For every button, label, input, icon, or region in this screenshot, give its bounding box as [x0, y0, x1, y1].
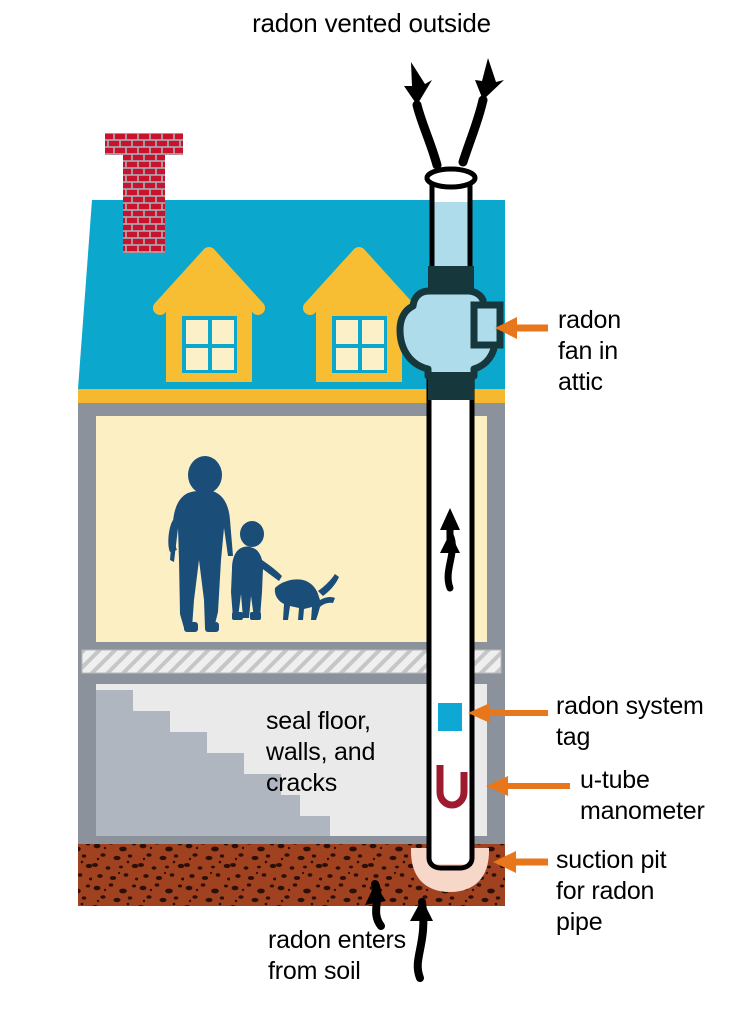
label-u-tube-manometer: u-tube manometer [580, 766, 705, 825]
pointer-arrow-fan [495, 317, 548, 339]
pointer-arrow-manometer [486, 776, 570, 796]
pointer-arrow-tag [468, 703, 548, 723]
child-silhouette [231, 521, 282, 620]
label-radon-system-tag: radon system tag [556, 692, 704, 751]
soil-entry-arrows [365, 880, 433, 982]
brick-chimney [105, 133, 183, 253]
u-tube-manometer [436, 765, 468, 809]
pointer-arrow-suction [493, 851, 548, 873]
vent-arrow-right [458, 95, 488, 167]
label-radon-enters-from-soil: radon enters from soil [268, 926, 406, 985]
adult-silhouette [168, 456, 233, 632]
vent-arrowheads [404, 58, 504, 105]
roof-eave [78, 388, 505, 403]
page-title: radon vented outside [252, 8, 491, 38]
radon-system-tag [438, 703, 462, 731]
radon-fan [396, 266, 504, 400]
label-suction-pit: suction pit for radon pipe [556, 846, 667, 936]
vent-arrow-left [412, 100, 442, 170]
basement-stairs [96, 690, 330, 836]
dormer-right [303, 247, 415, 382]
dog-silhouette [274, 574, 339, 620]
suction-pit [411, 840, 489, 892]
pipe-flow-arrow [440, 508, 460, 592]
label-seal-floor-walls-cracks: seal floor, walls, and cracks [266, 707, 376, 797]
label-radon-fan: radon fan in attic [558, 306, 621, 396]
radon-pipe-stack [424, 166, 478, 270]
dormer-left [153, 247, 265, 382]
occupant-silhouettes [168, 456, 339, 632]
vent-arrows [412, 95, 488, 170]
